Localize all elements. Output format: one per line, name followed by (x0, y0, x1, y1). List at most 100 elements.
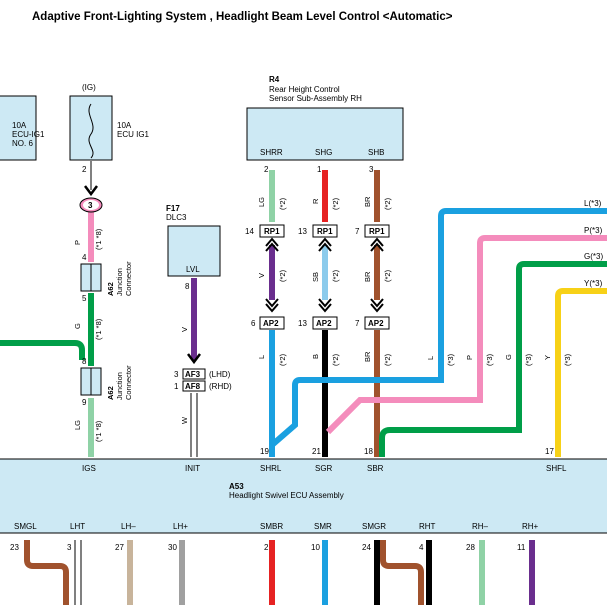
rp1-connector-2 (312, 224, 338, 238)
rp1-arrow-3-icon (370, 237, 384, 252)
jc-pin-5: 5 (82, 294, 87, 303)
r4-pin-num-1: 1 (317, 165, 322, 174)
note-b: (*2) (331, 353, 340, 366)
wire-label-p-right: P (465, 355, 474, 360)
ecu-pin-smr: SMR (314, 522, 332, 531)
fuse-no6-amp: 10A (12, 121, 27, 130)
af8-label: AF8 (185, 382, 201, 391)
ap2-arrow-1-icon (265, 298, 279, 313)
ecu-num-24: 24 (362, 543, 371, 552)
ecu-pin-shrl: SHRL (260, 464, 282, 473)
ecu-pin-smgr: SMGR (362, 522, 386, 531)
rp1-arrow-2-icon (318, 237, 332, 252)
r4-code: R4 (269, 75, 280, 84)
note-sb: (*2) (331, 269, 340, 282)
note-p: (*1 *8) (94, 228, 103, 250)
r4-pin-shrr: SHRR (260, 148, 283, 157)
wire-label-br-top: BR (363, 196, 372, 207)
ap2-label-3: AP2 (368, 319, 384, 328)
rp1-num-1: 14 (245, 227, 254, 236)
splice-connector-3-inner (83, 200, 99, 210)
wire-label-y-right: Y (543, 355, 552, 360)
rp1-label-2: RP1 (317, 227, 333, 236)
ecu-pin-rh-minus: RH– (472, 522, 489, 531)
ecu-num-2: 2 (264, 543, 269, 552)
ap2-num-2: 13 (298, 319, 307, 328)
ecu-num-27: 27 (115, 543, 124, 552)
rp1-arrow-1-icon (265, 237, 279, 252)
connector-af3 (182, 368, 206, 380)
svg-text:A62: A62 (106, 386, 115, 400)
wire-g-right (379, 261, 607, 457)
af8-num: 1 (174, 382, 179, 391)
ap2-num-1: 6 (251, 319, 256, 328)
wire-label-w: W (180, 416, 189, 424)
dlc3-pin-num: 8 (185, 282, 190, 291)
rp1-connector-1 (259, 224, 285, 238)
a53-code: A53 (229, 482, 244, 491)
jc-pin-8: 8 (82, 357, 87, 366)
ecu-pin-shfl: SHFL (546, 464, 567, 473)
wire-green-left (0, 340, 85, 360)
ecu-num-28: 28 (466, 543, 475, 552)
dlc3-pin-label: LVL (186, 265, 200, 274)
ecu-pin-sbr: SBR (367, 464, 384, 473)
dlc3-box (167, 225, 221, 277)
fuse-ig1-amp: 10A (117, 121, 132, 130)
wire-label-lg-r4: LG (257, 197, 266, 207)
note-l: (*2) (278, 353, 287, 366)
wire-y-right (555, 288, 607, 457)
note-v-r4: (*2) (278, 269, 287, 282)
ecu-pin-init: INIT (185, 464, 200, 473)
ecu-pin-sgr: SGR (315, 464, 333, 473)
fuse-no6-name: ECU-IG1 (12, 130, 45, 139)
r4-pin-shb: SHB (368, 148, 384, 157)
wire-label-v-r4: V (257, 273, 266, 278)
note-g: (*1 *8) (94, 318, 103, 340)
af3-num: 3 (174, 370, 179, 379)
fuse-box-ecu-ig1 (69, 95, 113, 161)
ecu-pin-rh-plus: RH+ (522, 522, 539, 531)
wire-label-sb: SB (311, 272, 320, 282)
connector-af8 (182, 380, 206, 392)
wire-label-l: L (257, 355, 266, 359)
ecu-pin-igs: IGS (82, 464, 96, 473)
r4-pin-shg: SHG (315, 148, 332, 157)
wire-smgr-br (380, 540, 424, 605)
wire-l-right (270, 208, 607, 448)
rp1-connector-3 (364, 224, 390, 238)
a62-bottom-label: A62 Junction Connector (106, 365, 133, 400)
right-label-y: Y(*3) (584, 279, 603, 288)
dlc3-arrow-icon (187, 353, 201, 365)
note-br-mid: (*2) (383, 269, 392, 282)
rp1-label-1: RP1 (264, 227, 280, 236)
rp1-num-2: 13 (298, 227, 307, 236)
splice-label: 3 (88, 201, 93, 210)
af3-label: AF3 (185, 370, 201, 379)
wire-label-g: G (73, 323, 82, 329)
ecu-num-3: 3 (67, 543, 72, 552)
wire-smgl (24, 540, 69, 605)
wire-label-lg: LG (73, 420, 82, 430)
jc-pin-4: 4 (82, 253, 87, 262)
ecu-pin-smgl: SMGL (14, 522, 37, 531)
svg-text:A62: A62 (106, 282, 115, 296)
rp1-num-3: 7 (355, 227, 360, 236)
ecu-num-10: 10 (311, 543, 320, 552)
right-label-p: P(*3) (584, 226, 603, 235)
headlight-swivel-ecu-box (0, 458, 607, 534)
ig-label: (IG) (82, 83, 96, 92)
ecu-pin-lht: LHT (70, 522, 85, 531)
ecu-num-21: 21 (312, 447, 321, 456)
f17-name: DLC3 (166, 213, 187, 222)
note-lg: (*1 *8) (94, 420, 103, 442)
ap2-arrow-2-icon (318, 298, 332, 313)
ecu-pin-lh-plus: LH+ (173, 522, 188, 531)
ecu-num-30: 30 (168, 543, 177, 552)
fuse-ig1-name: ECU IG1 (117, 130, 150, 139)
ecu-num-17: 17 (545, 447, 554, 456)
r4-pin-num-3: 3 (369, 165, 374, 174)
ecu-pin-rht: RHT (419, 522, 436, 531)
note-p-right: (*3) (485, 353, 494, 366)
